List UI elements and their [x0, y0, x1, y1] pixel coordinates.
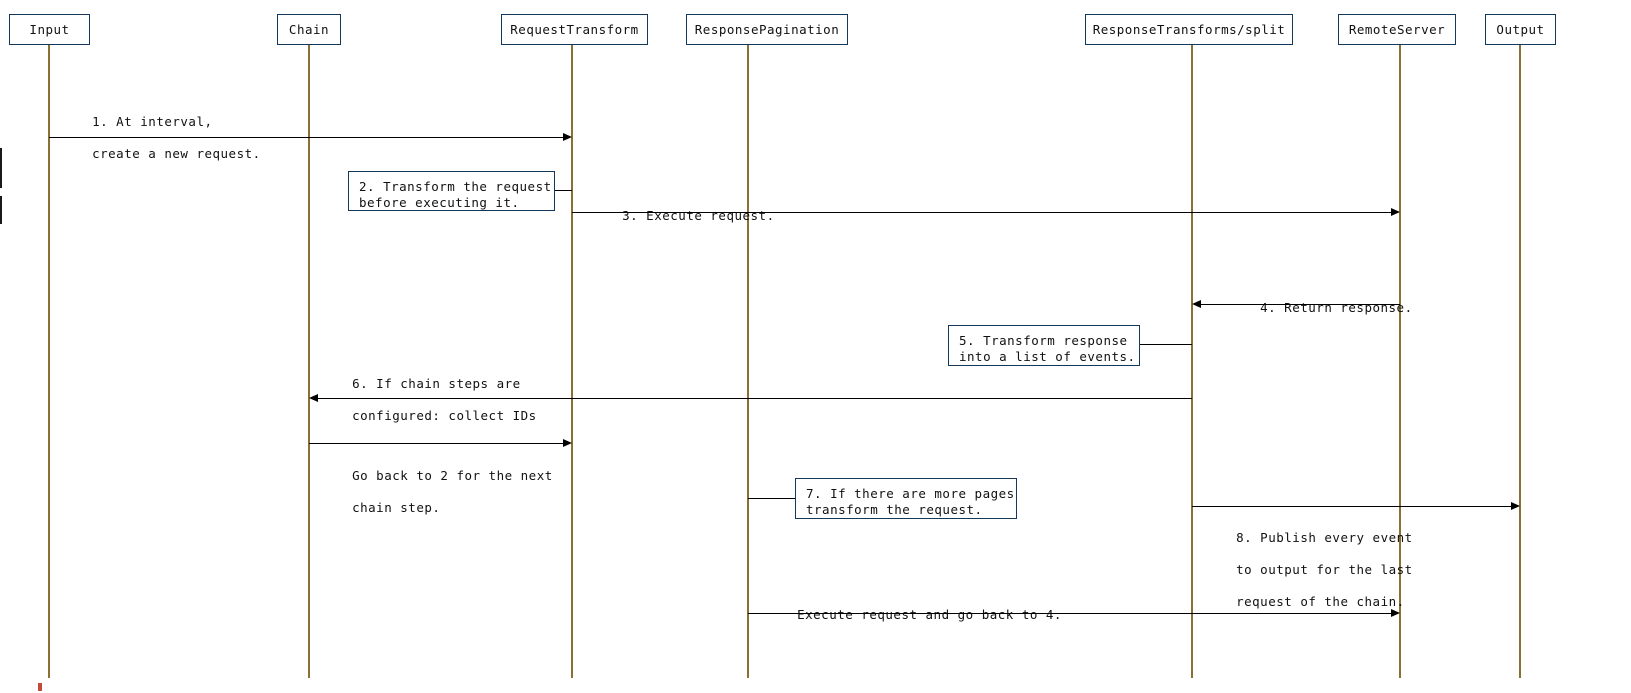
message-8-line1: 8. Publish every event [1236, 530, 1413, 545]
message-arrow-8 [1192, 506, 1511, 507]
message-arrow-6 [317, 398, 1192, 399]
message-arrowhead-4 [1192, 299, 1201, 308]
message-arrowhead-6 [309, 393, 318, 402]
message-arrow-3 [572, 212, 1391, 213]
message-label-goback4: Execute request and go back to 4. [765, 591, 1062, 639]
message-8-line3: request of the chain. [1236, 594, 1405, 609]
message-arrowhead-3 [1391, 207, 1400, 216]
participant-label-response-pagination: ResponsePagination [694, 22, 840, 37]
message-label-8: 8. Publish every event to output for the… [1204, 514, 1413, 626]
participant-label-input: Input [29, 22, 70, 37]
note-2: 2. Transform the request before executin… [348, 171, 555, 211]
message-6-line2: configured: collect IDs [352, 408, 537, 423]
left-edge-artifact-upper [0, 148, 2, 188]
message-label-4: 4. Return response. [1228, 284, 1413, 332]
participant-label-response-transforms-split: ResponseTransforms/split [1092, 22, 1286, 37]
note-7: 7. If there are more pages transform the… [795, 478, 1017, 519]
message-arrow-goback2 [309, 443, 563, 444]
message-arrowhead-8 [1511, 501, 1520, 510]
note-connector-7 [748, 498, 795, 499]
note-5: 5. Transform response into a list of eve… [948, 325, 1140, 366]
participant-input[interactable]: Input [9, 14, 90, 45]
lifeline-response-pagination [747, 45, 749, 678]
message-arrowhead-goback2 [563, 438, 572, 447]
message-arrowhead-1 [563, 132, 572, 141]
message-goback4-line1: Execute request and go back to 4. [797, 607, 1062, 622]
note-5-line1: 5. Transform response [959, 333, 1128, 348]
message-label-1: 1. At interval, create a new request. [60, 98, 261, 178]
lifeline-remote-server [1399, 45, 1401, 678]
bottom-left-artifact [38, 683, 42, 691]
participant-label-request-transform: RequestTransform [510, 22, 639, 37]
message-goback2-line2: chain step. [352, 500, 441, 515]
lifeline-input [48, 45, 50, 678]
message-arrow-goback4 [748, 613, 1391, 614]
message-3-line1: 3. Execute request. [622, 208, 775, 223]
message-label-6: 6. If chain steps are configured: collec… [320, 360, 537, 440]
participant-label-remote-server: RemoteServer [1348, 22, 1446, 37]
participant-output[interactable]: Output [1485, 14, 1556, 45]
message-6-line1: 6. If chain steps are [352, 376, 521, 391]
message-label-goback2: Go back to 2 for the next chain step. [320, 452, 553, 532]
note-5-line2: into a list of events. [959, 349, 1136, 364]
message-1-line2: create a new request. [92, 146, 261, 161]
note-7-line1: 7. If there are more pages [806, 486, 1015, 501]
participant-request-transform[interactable]: RequestTransform [501, 14, 648, 45]
lifeline-response-transforms-split [1191, 45, 1193, 678]
message-label-3: 3. Execute request. [590, 192, 775, 240]
participant-remote-server[interactable]: RemoteServer [1338, 14, 1456, 45]
left-edge-artifact-lower [0, 196, 2, 224]
message-8-line2: to output for the last [1236, 562, 1413, 577]
participant-chain[interactable]: Chain [277, 14, 341, 45]
participant-label-output: Output [1496, 22, 1545, 37]
message-arrowhead-goback4 [1391, 608, 1400, 617]
participant-response-transforms-split[interactable]: ResponseTransforms/split [1085, 14, 1293, 45]
note-connector-5 [1139, 344, 1192, 345]
message-arrow-1 [49, 137, 563, 138]
message-1-line1: 1. At interval, [92, 114, 213, 129]
note-2-line2: before executing it. [359, 195, 520, 210]
message-4-line1: 4. Return response. [1260, 300, 1413, 315]
lifeline-output [1519, 45, 1521, 678]
message-goback2-line1: Go back to 2 for the next [352, 468, 553, 483]
note-connector-2 [555, 190, 572, 191]
note-7-line2: transform the request. [806, 502, 983, 517]
lifeline-chain [308, 45, 310, 678]
message-arrow-4 [1200, 304, 1400, 305]
note-2-line1: 2. Transform the request [359, 179, 552, 194]
participant-label-chain: Chain [288, 22, 330, 37]
lifeline-request-transform [571, 45, 573, 678]
participant-response-pagination[interactable]: ResponsePagination [686, 14, 848, 45]
